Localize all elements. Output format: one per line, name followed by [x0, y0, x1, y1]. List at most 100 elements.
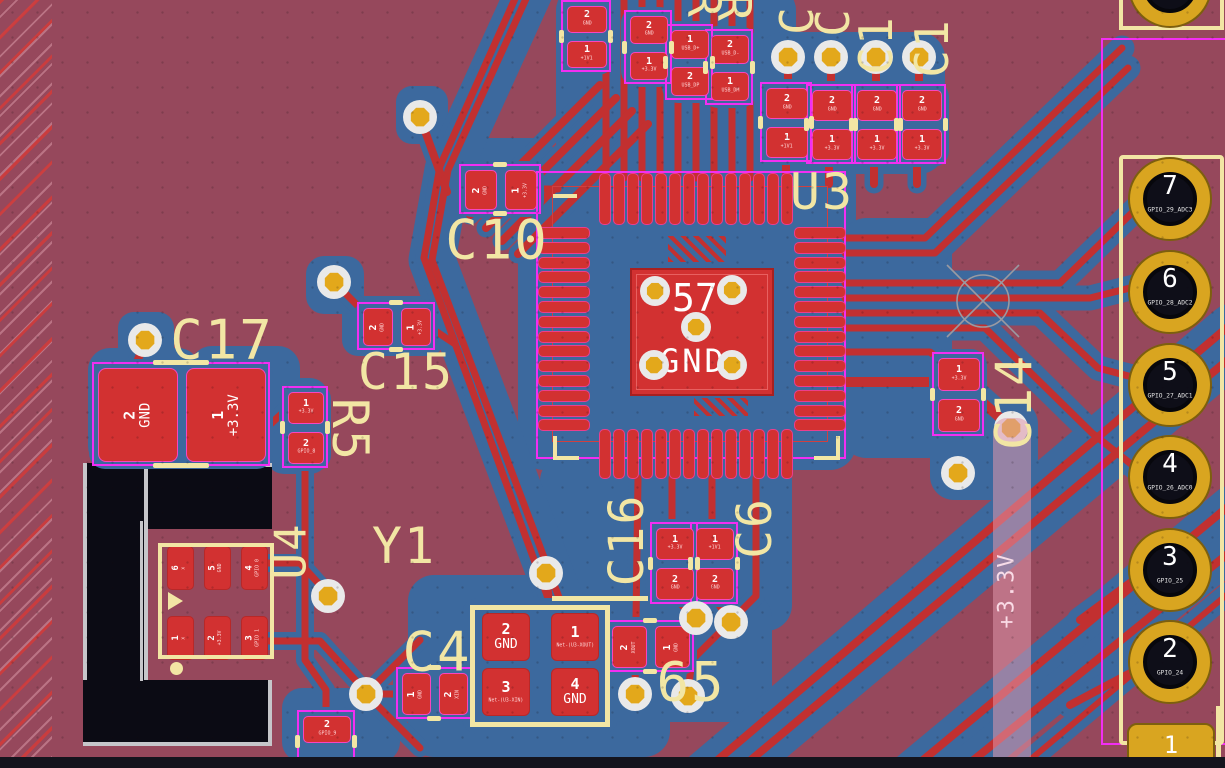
qfn-pad[interactable] [538, 256, 590, 269]
component-pad[interactable]: 1+1V1 [766, 127, 808, 158]
qfn-pad[interactable] [538, 419, 590, 432]
silkscreen-ref-label[interactable]: C16 [599, 493, 655, 587]
qfn-pad[interactable] [538, 389, 590, 402]
via[interactable] [859, 40, 893, 74]
qfn-pad[interactable] [794, 241, 846, 254]
via[interactable] [349, 677, 383, 711]
qfn-pad[interactable] [794, 286, 846, 299]
silkscreen-ref-label[interactable]: R5 [321, 397, 379, 463]
qfn-pad[interactable] [655, 429, 667, 479]
qfn-pad[interactable] [613, 429, 625, 479]
via[interactable] [529, 556, 563, 590]
component-pad[interactable]: 1+3.3V [186, 368, 266, 462]
silkscreen-ref-label[interactable]: C1 [905, 18, 959, 78]
y1-pad[interactable]: 3 Net-(U3-XIN) [482, 668, 530, 716]
via[interactable] [128, 323, 162, 357]
via[interactable] [941, 456, 975, 490]
qfn-pad[interactable] [613, 173, 625, 225]
qfn-pad[interactable] [538, 227, 590, 239]
trace[interactable] [251, 637, 370, 696]
qfn-pad[interactable] [538, 345, 590, 358]
silkscreen-ref-label[interactable]: C15 [357, 343, 455, 401]
trace[interactable] [841, 44, 1126, 242]
qfn-pad[interactable] [669, 173, 681, 225]
qfn-pad[interactable] [641, 173, 653, 225]
u3-thermal-via[interactable] [681, 312, 711, 342]
qfn-pad[interactable] [794, 256, 846, 269]
header-pin-2[interactable]: 2 GPIO_24 [1128, 620, 1212, 704]
u3-thermal-via[interactable] [639, 350, 669, 380]
qfn-pad[interactable] [697, 429, 709, 479]
header-pin-5[interactable]: 5 GPIO_27_ADC1 [1128, 343, 1212, 427]
trace[interactable] [420, 0, 552, 602]
qfn-pad[interactable] [627, 173, 639, 225]
y1-pad[interactable]: 2 GND [482, 613, 530, 661]
qfn-pad[interactable] [683, 429, 695, 479]
qfn-pad[interactable] [538, 360, 590, 373]
trace[interactable] [1076, 576, 1138, 624]
qfn-pad[interactable] [538, 271, 590, 284]
qfn-pad[interactable] [697, 173, 709, 225]
u3-thermal-via[interactable] [717, 275, 747, 305]
component-pad[interactable]: 1+3.3V [288, 392, 324, 424]
qfn-pad[interactable] [767, 429, 779, 479]
qfn-pad[interactable] [794, 419, 846, 432]
component-pad[interactable]: 1+1V1 [696, 528, 734, 560]
qfn-pad[interactable] [669, 429, 681, 479]
trace[interactable] [301, 458, 330, 720]
via[interactable] [671, 679, 705, 713]
trace[interactable] [498, 107, 636, 245]
component-pad[interactable]: 1+3.3V [812, 129, 852, 160]
via[interactable] [317, 265, 351, 299]
qfn-pad[interactable] [599, 429, 611, 479]
qfn-pad[interactable] [739, 429, 751, 479]
trace[interactable] [1066, 666, 1140, 709]
qfn-pad[interactable] [538, 330, 590, 343]
silkscreen-ref-label[interactable]: C17 [170, 308, 274, 372]
component-pad[interactable]: 1+3.3V [656, 528, 694, 560]
qfn-pad[interactable] [767, 173, 779, 225]
trace[interactable] [841, 309, 1140, 382]
qfn-pad[interactable] [781, 429, 793, 479]
via[interactable] [771, 40, 805, 74]
qfn-pad[interactable] [627, 429, 639, 479]
silkscreen-ref-label[interactable]: U3 [789, 163, 855, 221]
via[interactable] [679, 601, 713, 635]
qfn-pad[interactable] [794, 315, 846, 328]
qfn-pad[interactable] [739, 173, 751, 225]
qfn-pad[interactable] [794, 271, 846, 284]
qfn-pad[interactable] [725, 429, 737, 479]
silkscreen-ref-label[interactable]: C4 [402, 620, 472, 684]
via[interactable] [814, 40, 848, 74]
component-pad[interactable]: 1+3.3V [902, 129, 942, 160]
silkscreen-ref-label[interactable]: C1 [849, 15, 903, 75]
header-pin-4[interactable]: 4 GPIO_26_ADC0 [1128, 435, 1212, 519]
trace[interactable] [428, 0, 564, 604]
qfn-pad[interactable] [538, 375, 590, 387]
silkscreen-ref-label[interactable]: C10 [445, 208, 549, 272]
silkscreen-ref-label[interactable]: Y1 [371, 517, 437, 575]
y1-pad[interactable]: 1 Net-(U3-XOUT) [551, 613, 599, 661]
qfn-pad[interactable] [538, 241, 590, 254]
qfn-pad[interactable] [753, 173, 765, 225]
